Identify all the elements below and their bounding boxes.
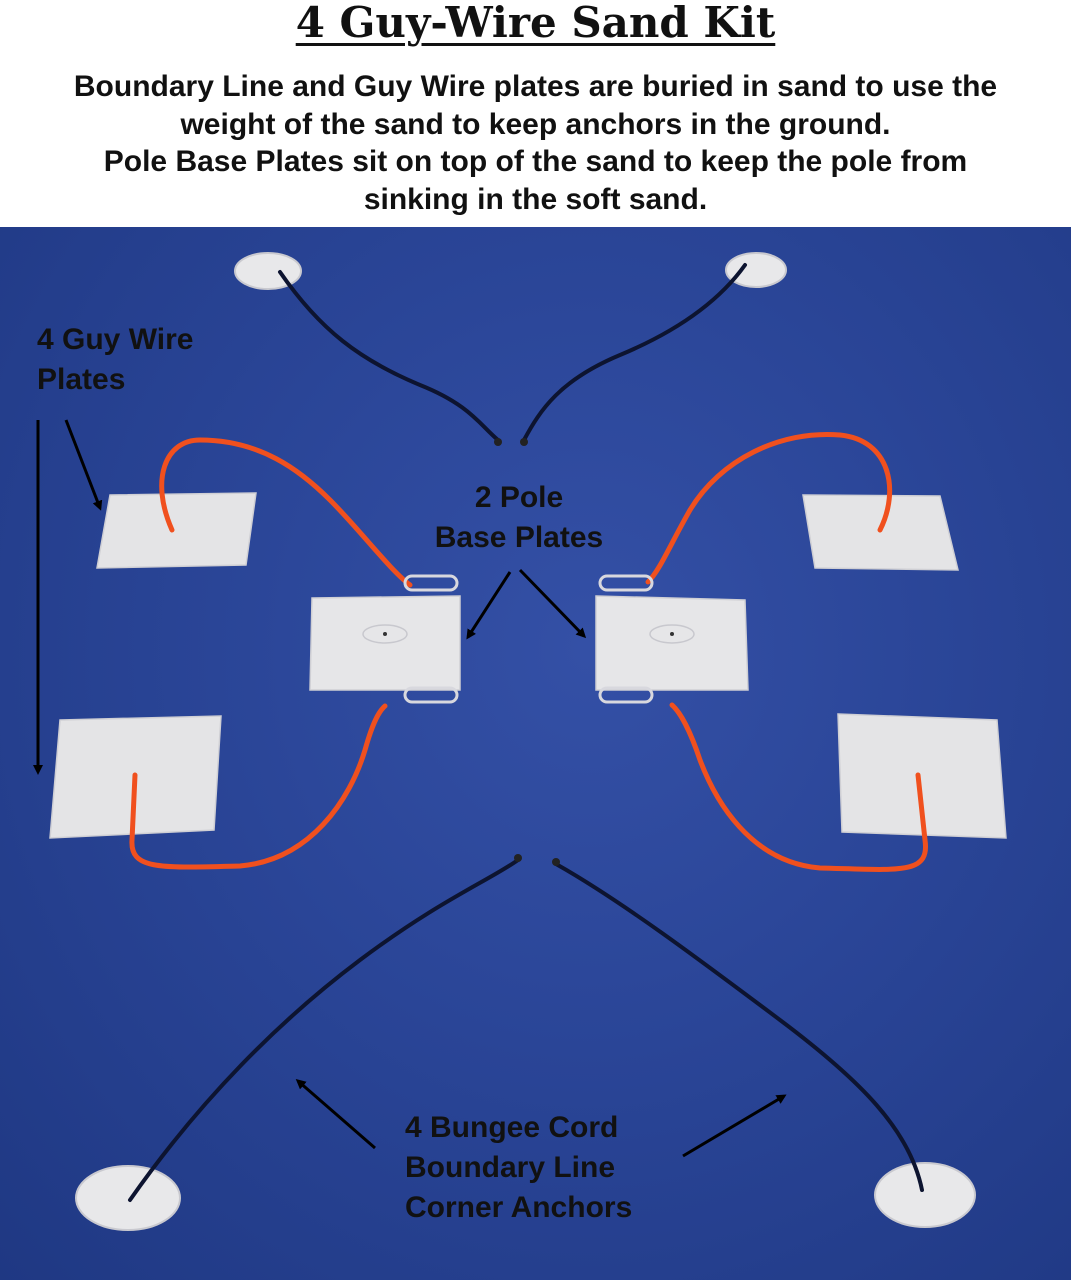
bungee-cord bbox=[522, 263, 747, 442]
carabiner bbox=[598, 686, 654, 704]
label-line: Plates bbox=[37, 363, 126, 396]
label-line: Base Plates bbox=[434, 521, 604, 554]
guy-wire-plate bbox=[837, 713, 1007, 839]
page-title: 4 Guy-Wire Sand Kit bbox=[295, 0, 776, 47]
disc-anchor-bottom-right bbox=[874, 1162, 976, 1228]
label-line: 4 Bungee Cord bbox=[405, 1111, 619, 1144]
arrow-icon bbox=[466, 571, 512, 640]
bungee-cord bbox=[554, 862, 924, 1192]
subtitle-line: Boundary Line and Guy Wire plates are bu… bbox=[73, 70, 998, 103]
label-line: Boundary Line bbox=[405, 1151, 616, 1184]
guy-rope bbox=[159, 437, 413, 588]
disc-anchor-top-left bbox=[234, 252, 302, 290]
arrow-icon bbox=[682, 1094, 787, 1158]
label-line: Corner Anchors bbox=[405, 1191, 633, 1224]
label-line: 2 Pole bbox=[474, 481, 564, 514]
carabiner bbox=[403, 574, 459, 592]
disc-anchor-bottom-left bbox=[75, 1165, 181, 1231]
guy-rope bbox=[669, 702, 929, 872]
arrow-icon bbox=[64, 419, 103, 511]
subtitle-line: Pole Base Plates sit on top of the sand … bbox=[103, 145, 968, 178]
label-corner-anchors: 4 Bungee Cord Boundary Line Corner Ancho… bbox=[405, 1108, 632, 1228]
bungee-cord bbox=[278, 270, 500, 442]
arrow-icon bbox=[295, 1079, 376, 1150]
label-pole-base-plates: 2 Pole Base Plates bbox=[419, 478, 619, 558]
subtitle: Boundary Line and Guy Wire plates are bu… bbox=[0, 68, 1071, 218]
subtitle-line: weight of the sand to keep anchors in th… bbox=[180, 107, 891, 141]
disc-anchor-top-right bbox=[725, 252, 787, 288]
carabiner bbox=[403, 686, 459, 704]
subtitle-line: sinking in the soft sand. bbox=[363, 182, 708, 216]
guy-rope bbox=[645, 431, 893, 585]
guy-rope bbox=[129, 703, 388, 870]
bungee-cord bbox=[128, 858, 520, 1202]
label-line: 4 Guy Wire bbox=[37, 323, 194, 356]
guy-wire-plate bbox=[802, 494, 959, 571]
guy-wire-plate bbox=[96, 492, 257, 569]
carabiner bbox=[598, 574, 654, 592]
arrow-icon bbox=[518, 568, 587, 639]
header: 4 Guy-Wire Sand Kit Boundary Line and Gu… bbox=[0, 0, 1071, 227]
label-guy-wire-plates: 4 Guy Wire Plates bbox=[37, 320, 193, 400]
